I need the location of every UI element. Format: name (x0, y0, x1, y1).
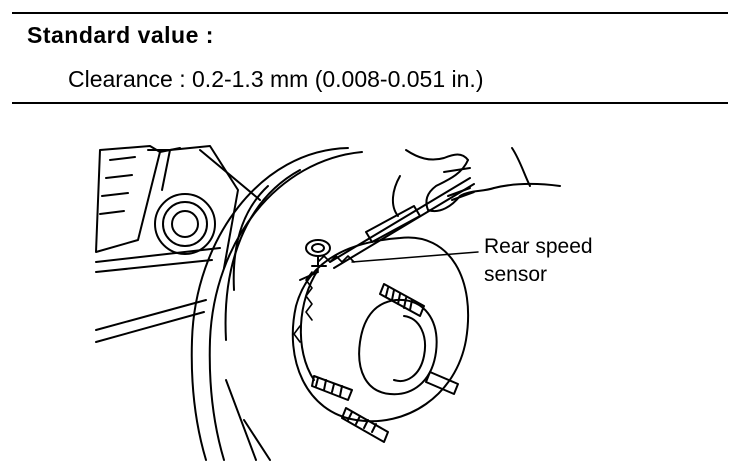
tone-wheel-teeth (293, 255, 355, 343)
callout-label-line-2: sensor (484, 263, 548, 286)
clearance-spec: Clearance : 0.2-1.3 mm (0.008-0.051 in.) (68, 66, 484, 92)
rear-speed-sensor-illustration (95, 145, 561, 461)
suspension-bracket (95, 145, 261, 343)
bottom-rule (12, 102, 728, 104)
hand (392, 147, 561, 217)
hub-cap (358, 298, 438, 396)
wheel-studs (311, 283, 459, 443)
callout-leader (351, 251, 479, 263)
top-rule (12, 12, 728, 14)
bushing (154, 193, 216, 255)
standard-value-heading: Standard value : (27, 22, 214, 48)
speed-sensor (305, 239, 331, 267)
brake-backing-plate (190, 147, 363, 461)
callout-label-line-1: Rear speed (484, 235, 593, 258)
